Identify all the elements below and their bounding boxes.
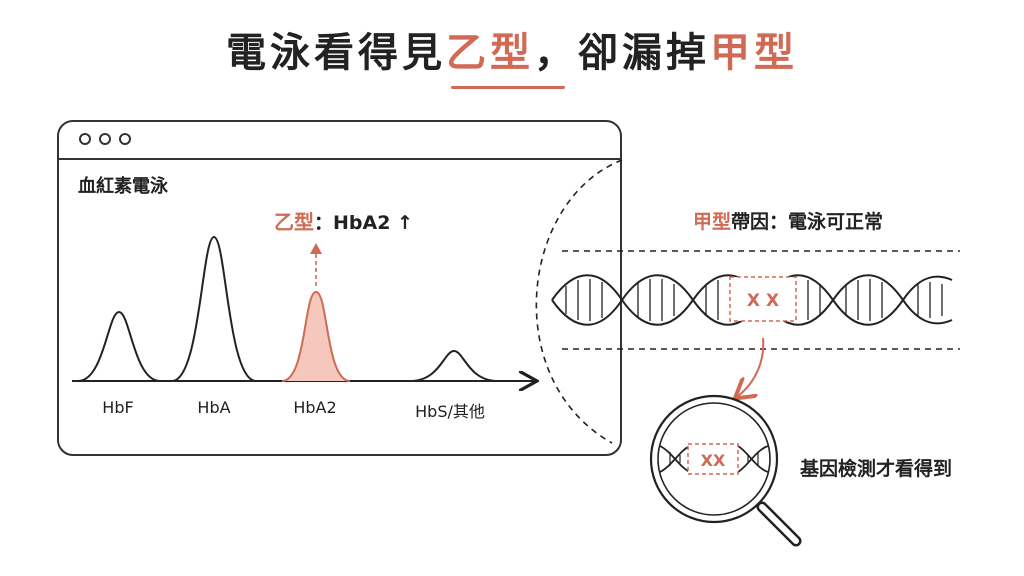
hba2-arrowhead-icon [310,243,322,254]
peak-hba2-fill [282,292,350,381]
peak-hba [171,235,257,382]
window-dot-icon [99,133,111,145]
window-dot-icon [79,133,91,145]
deletion-box [729,276,797,322]
peak-label-hbf: HbF [102,398,134,417]
annotation-beta-type: 乙型 [274,210,314,234]
title-beta-type: 乙型 [446,30,534,76]
peak-label-hbs-other: HbS/其他 [415,402,485,421]
curved-arrow-icon [738,337,765,396]
genetic-test-label: 基因檢測才看得到 [800,458,953,480]
peak-label-hba: HbA [197,398,231,417]
title-alpha-type: 甲型 [710,30,798,76]
peak-label-hba2: HbA2 [293,398,337,417]
window-titlebar [59,122,620,160]
hba2-annotation: 乙型：HbA2 ↑ [274,206,413,235]
window-dot-icon [119,133,131,145]
magnifier-icon [649,394,802,547]
deletion-marks: X X [747,291,779,311]
title-part3: ，卻漏掉 [534,30,710,76]
title-part1: 電泳看得見 [226,30,446,76]
peak-hba2 [281,290,351,382]
page-title: 電泳看得見乙型，卻漏掉甲型 [0,20,1024,78]
peak-hbs-other [409,349,499,382]
magnified-deletion-marks: XX [701,451,726,470]
electrophoresis-window [57,120,622,456]
alpha-type-label: 甲型 [693,211,732,233]
zoom-arc [535,159,623,444]
title-underline [451,86,565,89]
alpha-carrier-label: 甲型帶因：電泳可正常 [693,207,883,234]
annotation-text: ：HbA2 ↑ [314,212,413,234]
alpha-carrier-text: 帶因：電泳可正常 [731,211,884,233]
panel-title: 血紅素電泳 [78,176,168,197]
peak-hbf [77,310,161,382]
